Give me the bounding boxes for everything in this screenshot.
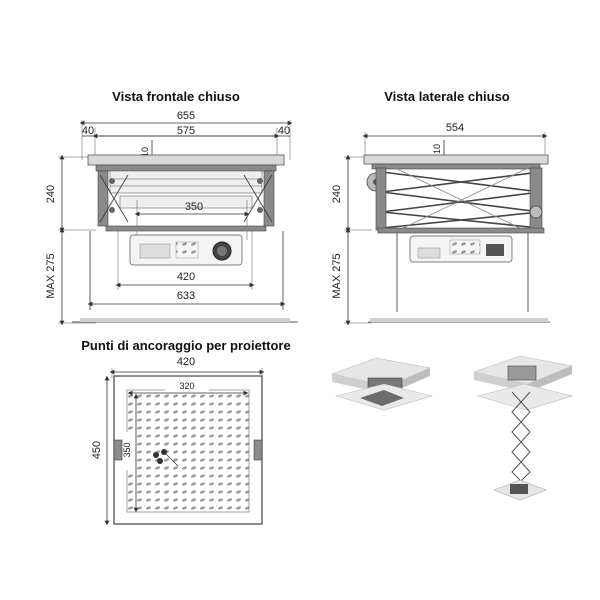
projector-plate [105,225,267,232]
side-dim-height: 240 [331,185,343,203]
dim-margin-right: 40 [278,125,290,137]
render-open-scissor [511,391,531,491]
side-dim-max-drop: MAX 275 [331,253,343,298]
anchor-perforated-area [126,389,250,513]
dim-overall-width: 655 [177,110,195,122]
anchor-dim-inner-width: 320 [179,381,194,391]
anchor-view-title: Punti di ancoraggio per proiettore [81,338,290,353]
dim-max-drop: MAX 275 [45,253,57,298]
top-rail [95,164,277,172]
side-ceiling-plate [363,154,549,165]
dim-height: 240 [45,185,57,203]
anchor-dim-outer-width: 420 [177,356,195,368]
anchor-bracket-left [113,439,123,461]
anchor-dim-inner-height: 350 [122,442,132,457]
side-dim-top-gap: 10 [432,144,442,154]
ceiling-plate [87,154,285,166]
cross-beam [119,195,253,209]
left-scissor-arm [97,170,129,227]
anchor-dim-outer-height: 450 [91,441,103,459]
side-dim-depth: 554 [446,122,464,134]
projector-side [409,235,513,263]
dim-top-gap: 10 [140,147,150,157]
dim-inner-width: 575 [177,125,195,137]
anchor-center-mount [153,449,179,467]
dim-margin-left: 40 [82,125,94,137]
render-closed [330,357,434,411]
anchor-view: Punti di ancoraggio per proiettore 420 4… [81,338,291,526]
projector-front [129,234,243,266]
render-open [472,355,574,501]
dim-projector-width: 420 [177,271,195,283]
dim-mid-width: 350 [185,201,203,213]
dim-bottom-width: 633 [177,290,195,302]
side-view: Vista laterale chiuso 554 10 240 MAX 275 [331,89,550,326]
side-view-title: Vista laterale chiuso [384,89,510,104]
front-view-title: Vista frontale chiuso [112,89,240,104]
side-scissor-lattice [381,167,541,233]
front-view: Vista frontale chiuso 655 40 575 40 10 2… [45,89,298,326]
side-projector-plate [377,227,545,234]
anchor-bracket-right [253,439,263,461]
motor-housing [109,170,263,194]
